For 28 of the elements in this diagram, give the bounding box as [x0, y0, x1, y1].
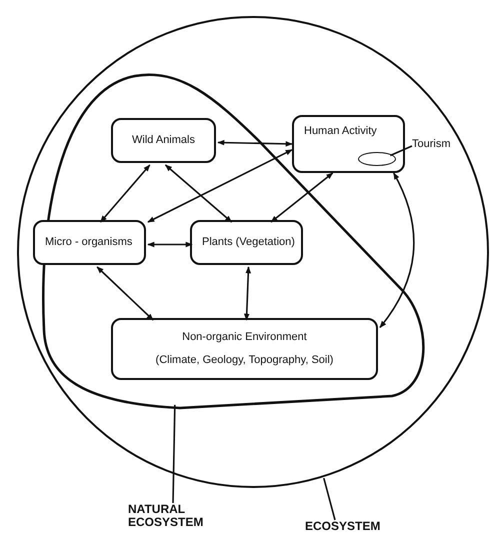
double-arrow [147, 242, 193, 248]
rounded-box [292, 115, 405, 173]
box-label: Human Activity [304, 125, 378, 138]
ecosystem-circle [17, 16, 489, 488]
rounded-box [33, 220, 146, 265]
callout-label: NATURAL ECOSYSTEM [128, 503, 218, 533]
ellipse [358, 152, 396, 166]
box-label: Plants (Vegetation) [202, 236, 296, 250]
double-arrow [100, 164, 150, 223]
rounded-box [190, 220, 303, 265]
double-arrow [217, 140, 293, 147]
box-label: Non-organic Environment [182, 330, 307, 344]
leader-line [323, 478, 336, 520]
double-arrow [164, 164, 232, 223]
leader-line [172, 404, 176, 504]
callout-label: Tourism [412, 138, 464, 154]
leader-line [390, 145, 412, 156]
callout-label: ECOSYSTEM [305, 520, 405, 534]
box-label: Micro - organisms [45, 236, 134, 250]
double-arrow [244, 266, 252, 321]
double-arrow [379, 172, 415, 328]
double-arrow [147, 149, 293, 223]
rounded-box [111, 318, 378, 380]
rounded-box [111, 118, 216, 163]
box-label: Wild Animals [132, 134, 195, 148]
box-label: (Climate, Geology, Topography, Soil) [156, 354, 334, 368]
double-arrow [96, 266, 154, 321]
double-arrow [270, 172, 334, 223]
